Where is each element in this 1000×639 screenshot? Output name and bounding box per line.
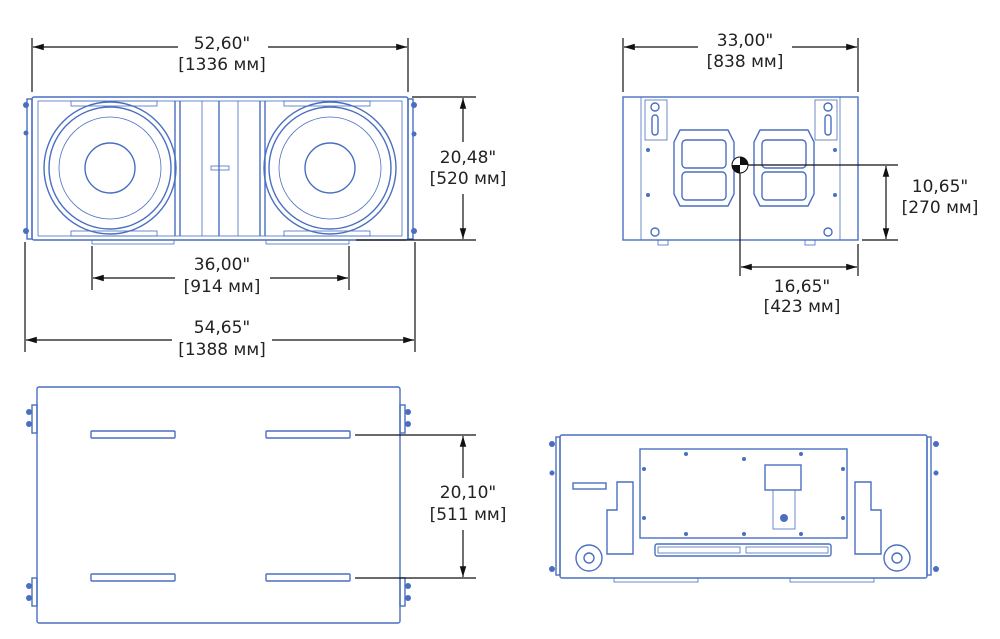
center-of-gravity-icon xyxy=(731,156,749,174)
width-mm-label: [1336 мм] xyxy=(178,55,266,75)
foot-spacing-inch-label: 36,00" xyxy=(194,255,251,275)
cog-height-inch-label: 10,65" xyxy=(912,177,969,197)
top-view xyxy=(26,386,411,624)
front-view xyxy=(23,96,417,245)
foot-spacing-mm-label: [914 мм] xyxy=(184,277,261,297)
rear-view xyxy=(549,434,939,583)
handle-right xyxy=(753,129,815,207)
height-inch-label: 20,48" xyxy=(440,148,497,168)
side-view xyxy=(622,96,859,246)
overall-width-inch-label: 54,65" xyxy=(194,318,251,338)
cog-height-mm-label: [270 мм] xyxy=(902,198,979,218)
slot-spacing-mm-label: [511 мм] xyxy=(430,505,507,525)
wheel-right xyxy=(883,544,911,572)
wheel-left xyxy=(575,544,603,572)
side-dimensions: 33,00" [838 мм] 10,65" [270 мм] 16,65" [… xyxy=(622,31,990,317)
cog-depth-mm-label: [423 мм] xyxy=(764,297,841,317)
woofer-left xyxy=(43,101,177,235)
overall-width-mm-label: [1388 мм] xyxy=(178,340,266,360)
height-mm-label: [520 мм] xyxy=(430,169,507,189)
cog-depth-inch-label: 16,65" xyxy=(774,277,831,297)
handle-left xyxy=(673,129,735,207)
width-inch-label: 52,60" xyxy=(194,34,251,54)
depth-mm-label: [838 мм] xyxy=(707,52,784,72)
slot-spacing-inch-label: 20,10" xyxy=(440,483,497,503)
depth-inch-label: 33,00" xyxy=(717,31,774,51)
front-dimensions: 52,60" [1336 мм] 20,48" [520 мм] 36,00" … xyxy=(24,34,507,362)
top-dimensions: 20,10" [511 мм] xyxy=(355,434,507,579)
woofer-right xyxy=(263,101,397,235)
